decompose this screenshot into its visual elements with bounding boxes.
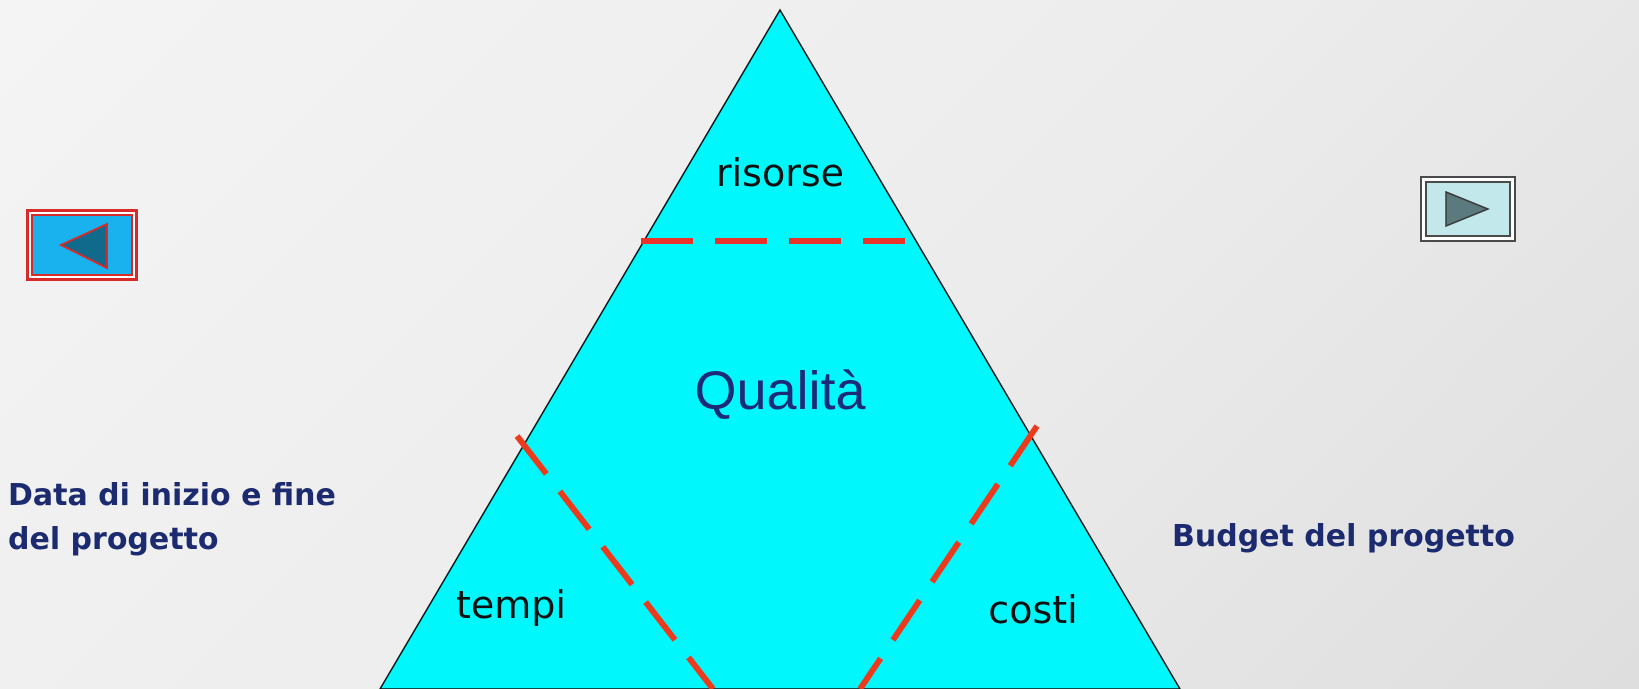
left-label-tempi: tempi xyxy=(456,583,566,627)
left-dashed-divider xyxy=(514,434,716,689)
triangle-right-icon xyxy=(1445,190,1490,228)
left-note: Data di inizio e fine del progetto xyxy=(8,474,336,562)
right-label-costi: costi xyxy=(988,588,1078,632)
triangle-left-icon xyxy=(58,222,108,270)
next-slide-button[interactable] xyxy=(1420,176,1516,242)
right-dashed-divider xyxy=(857,424,1040,689)
top-label-risorse: risorse xyxy=(715,151,845,195)
right-note: Budget del progetto xyxy=(1172,519,1515,554)
left-note-line-2: del progetto xyxy=(8,522,219,557)
previous-slide-button[interactable] xyxy=(26,209,138,281)
center-label-qualita: Qualità xyxy=(694,361,866,421)
left-note-line-1: Data di inizio e fine xyxy=(8,478,336,513)
